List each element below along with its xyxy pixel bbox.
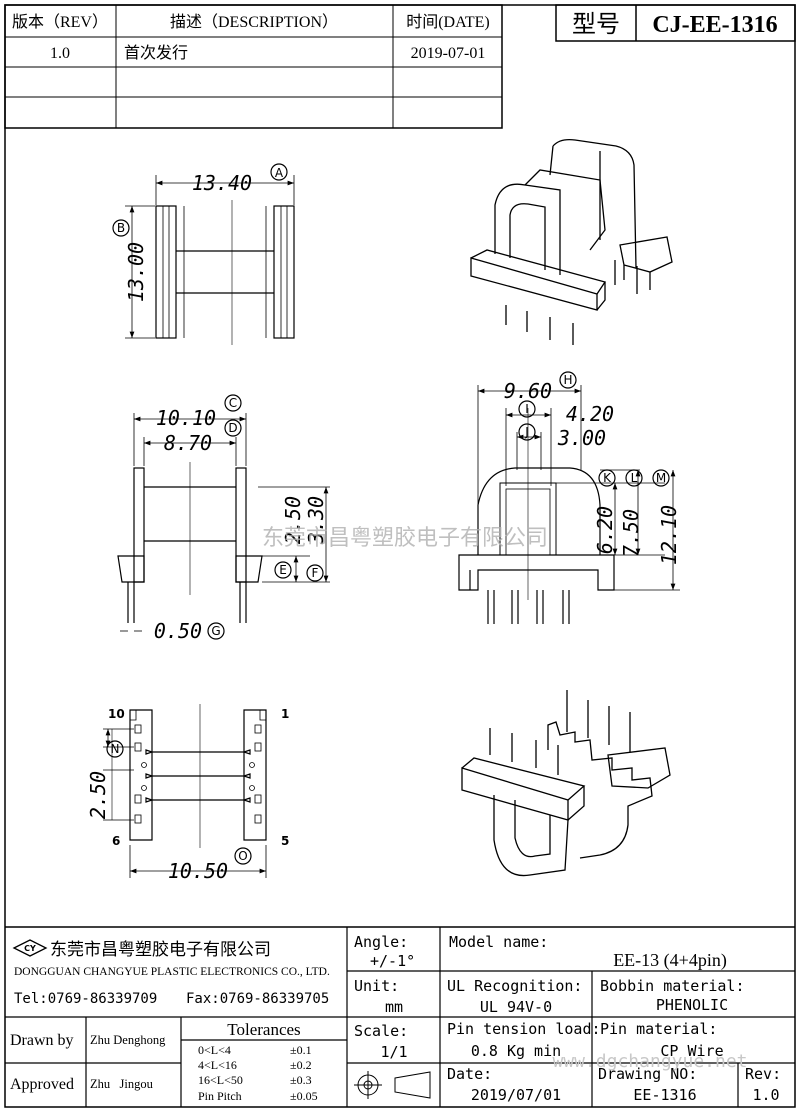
drawing-no-value: EE-1316 xyxy=(633,1086,696,1104)
dim-d-value: 8.70 xyxy=(164,431,212,455)
pin-tension-value: 0.8 Kg min xyxy=(471,1042,561,1060)
rev-value: 1.0 xyxy=(752,1086,779,1104)
model-box xyxy=(555,4,796,42)
description-cell: 首次发行 xyxy=(124,44,188,62)
model-value: CJ-EE-1316 xyxy=(652,12,777,38)
dim-i-value: 4.20 xyxy=(566,402,614,426)
projection-symbol xyxy=(354,1071,431,1099)
unit-label: Unit: xyxy=(354,977,399,995)
drawing-no-label: Drawing NO: xyxy=(598,1065,697,1083)
dim-k-value: 6.20 xyxy=(593,506,617,554)
pin-number-10: 10 xyxy=(108,707,125,721)
scale-label: Scale: xyxy=(354,1022,408,1040)
dim-g-tag: G xyxy=(211,624,220,638)
isometric-view-bottom xyxy=(461,690,671,877)
dim-g-value: 0.50 xyxy=(154,619,202,643)
dim-a-tag: A xyxy=(275,166,284,180)
dim-n-value: 2.50 xyxy=(86,771,110,819)
approved-value: Zhu Jingou xyxy=(90,1077,154,1091)
dim-h-value: 9.60 xyxy=(504,379,552,403)
company-name-cn: 东莞市昌粤塑胶电子有限公司 xyxy=(50,940,271,960)
dim-f-tag: F xyxy=(312,566,319,580)
rev-cell: 1.0 xyxy=(50,45,70,62)
side-view xyxy=(117,394,330,640)
revision-table xyxy=(4,4,503,129)
approved-label: Approved xyxy=(10,1076,74,1093)
website-watermark: www.dgchangyue.net xyxy=(552,1051,747,1072)
tolerance-range-1: 0<L<4 xyxy=(198,1043,231,1057)
date-cell: 2019-07-01 xyxy=(411,45,486,62)
dim-a-value: 13.40 xyxy=(192,171,252,195)
description-header: 描述（DESCRIPTION） xyxy=(170,13,338,31)
dim-d-tag: D xyxy=(228,421,237,435)
bobbin-label: Bobbin material: xyxy=(600,977,745,995)
bobbin-value: PHENOLIC xyxy=(656,996,728,1014)
dim-b-value: 13.00 xyxy=(124,242,148,302)
watermark: 东莞市昌粤塑胶电子有限公司 xyxy=(262,526,548,551)
dim-m-tag: M xyxy=(656,471,666,485)
dim-m-value: 12.10 xyxy=(657,505,681,565)
tolerance-value-4: ±0.05 xyxy=(290,1089,318,1103)
front-view xyxy=(458,371,680,624)
tolerance-range-4: Pin Pitch xyxy=(198,1089,242,1103)
pin-number-5: 5 xyxy=(281,834,289,848)
date-label: Date: xyxy=(447,1065,492,1083)
ul-value: UL 94V-0 xyxy=(480,998,552,1016)
company-tel: Tel:0769-86339709 xyxy=(14,991,157,1007)
date-header: 时间(DATE) xyxy=(406,13,490,31)
isometric-view-top xyxy=(470,138,673,345)
tolerances-title: Tolerances xyxy=(227,1020,300,1039)
unit-value: mm xyxy=(385,998,403,1016)
model-name-value: EE-13 (4+4pin) xyxy=(613,950,727,971)
angle-label: Angle: xyxy=(354,933,408,951)
tolerance-range-2: 4<L<16 xyxy=(198,1058,237,1072)
dim-e-tag: E xyxy=(279,563,287,577)
rev-header: 版本（REV） xyxy=(12,13,108,31)
tolerance-value-3: ±0.3 xyxy=(290,1073,312,1087)
ul-label: UL Recognition: xyxy=(447,977,582,995)
pin-tension-label: Pin tension load: xyxy=(447,1020,601,1038)
model-name-label: Model name: xyxy=(449,933,548,951)
tolerance-value-2: ±0.2 xyxy=(290,1058,312,1072)
angle-value: +/-1° xyxy=(370,952,415,970)
dim-h-tag: H xyxy=(563,373,572,387)
dim-l-tag: L xyxy=(631,471,638,485)
top-view xyxy=(112,163,295,345)
rev-label: Rev: xyxy=(745,1065,781,1083)
date-value: 2019/07/01 xyxy=(471,1086,561,1104)
dim-i-tag: I xyxy=(525,402,529,416)
dim-n-tag: N xyxy=(111,742,120,756)
dim-c-value: 10.10 xyxy=(156,406,216,430)
tolerance-value-1: ±0.1 xyxy=(290,1043,312,1057)
dim-e-value: 2.50 xyxy=(281,496,305,544)
model-label: 型号 xyxy=(572,11,620,38)
logo-text: CY xyxy=(24,944,36,953)
dim-l-value: 7.50 xyxy=(619,509,643,557)
dim-k-tag: K xyxy=(603,471,612,485)
title-block-frame xyxy=(5,926,795,1107)
pin-material-value: CP Wire xyxy=(660,1042,723,1060)
dim-j-tag: J xyxy=(524,425,529,439)
dim-o-tag: O xyxy=(238,849,247,863)
company-logo: CY xyxy=(12,939,48,957)
company-name-en: DONGGUAN CHANGYUE PLASTIC ELECTRONICS CO… xyxy=(14,966,330,978)
scale-value: 1/1 xyxy=(380,1043,407,1061)
dim-c-tag: C xyxy=(229,396,237,410)
dim-f-value: 3.30 xyxy=(304,496,328,545)
drawn-by-value: Zhu Denghong xyxy=(90,1033,166,1047)
bottom-view xyxy=(103,704,267,878)
dim-j-value: 3.00 xyxy=(557,426,606,450)
tolerance-range-3: 16<L<50 xyxy=(198,1073,243,1087)
dim-b-tag: B xyxy=(117,221,125,235)
pin-material-label: Pin material: xyxy=(600,1020,717,1038)
pin-number-1: 1 xyxy=(281,707,289,721)
drawn-by-label: Drawn by xyxy=(10,1032,74,1049)
pin-number-6: 6 xyxy=(112,834,120,848)
dim-o-value: 10.50 xyxy=(168,859,228,883)
company-fax: Fax:0769-86339705 xyxy=(186,991,329,1007)
